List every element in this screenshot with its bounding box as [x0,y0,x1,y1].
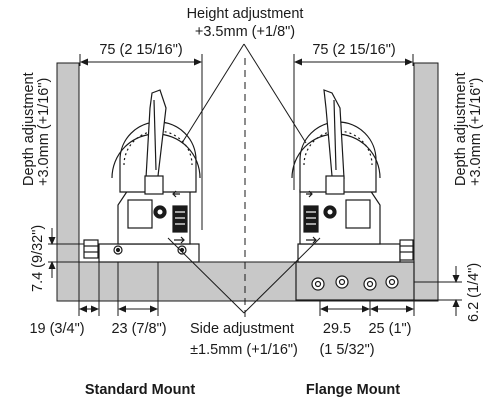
height-dimension-left: 7.4 (9/32") [30,225,46,292]
width-dimension-right: 75 (2 15/16") [312,42,395,58]
depth-adjustment-label-right: Depth adjustment [453,72,469,186]
depth-adjustment-label-left: Depth adjustment [21,72,37,186]
left-cabinet-side-panel [56,62,80,302]
dimension-25: 25 (1") [368,321,411,337]
standard-mount-hinge [83,89,201,263]
caption-standard-mount: Standard Mount [85,382,196,398]
height-adjustment-value: +3.5mm (+1/8") [195,24,295,40]
right-cabinet-side-panel [413,62,439,302]
dimension-lines [48,54,462,316]
dimension-23: 23 (7/8") [111,321,166,337]
height-dimension-right: 6.2 (1/4") [466,263,482,322]
height-adjustment-label: Height adjustment [187,6,304,22]
flange-mount-hinge [291,89,415,301]
caption-flange-mount: Flange Mount [306,382,400,398]
height-adjustment-leaders [181,43,307,144]
side-adjustment-value: ±1.5mm (+1/16") [190,342,298,358]
left-door-panel [78,261,297,302]
side-adjustment-label: Side adjustment [190,321,294,337]
dimension-19: 19 (3/4") [29,321,84,337]
depth-adjustment-value-right: +3.0mm (+1/16") [468,78,484,186]
dimension-29-5-inch: (1 5/32") [319,342,374,358]
side-adjustment-leaders [167,237,321,314]
depth-adjustment-value-left: +3.0mm (+1/16") [36,78,52,186]
width-dimension-left: 75 (2 15/16") [99,42,182,58]
dimension-29-5: 29.5 [323,321,351,337]
